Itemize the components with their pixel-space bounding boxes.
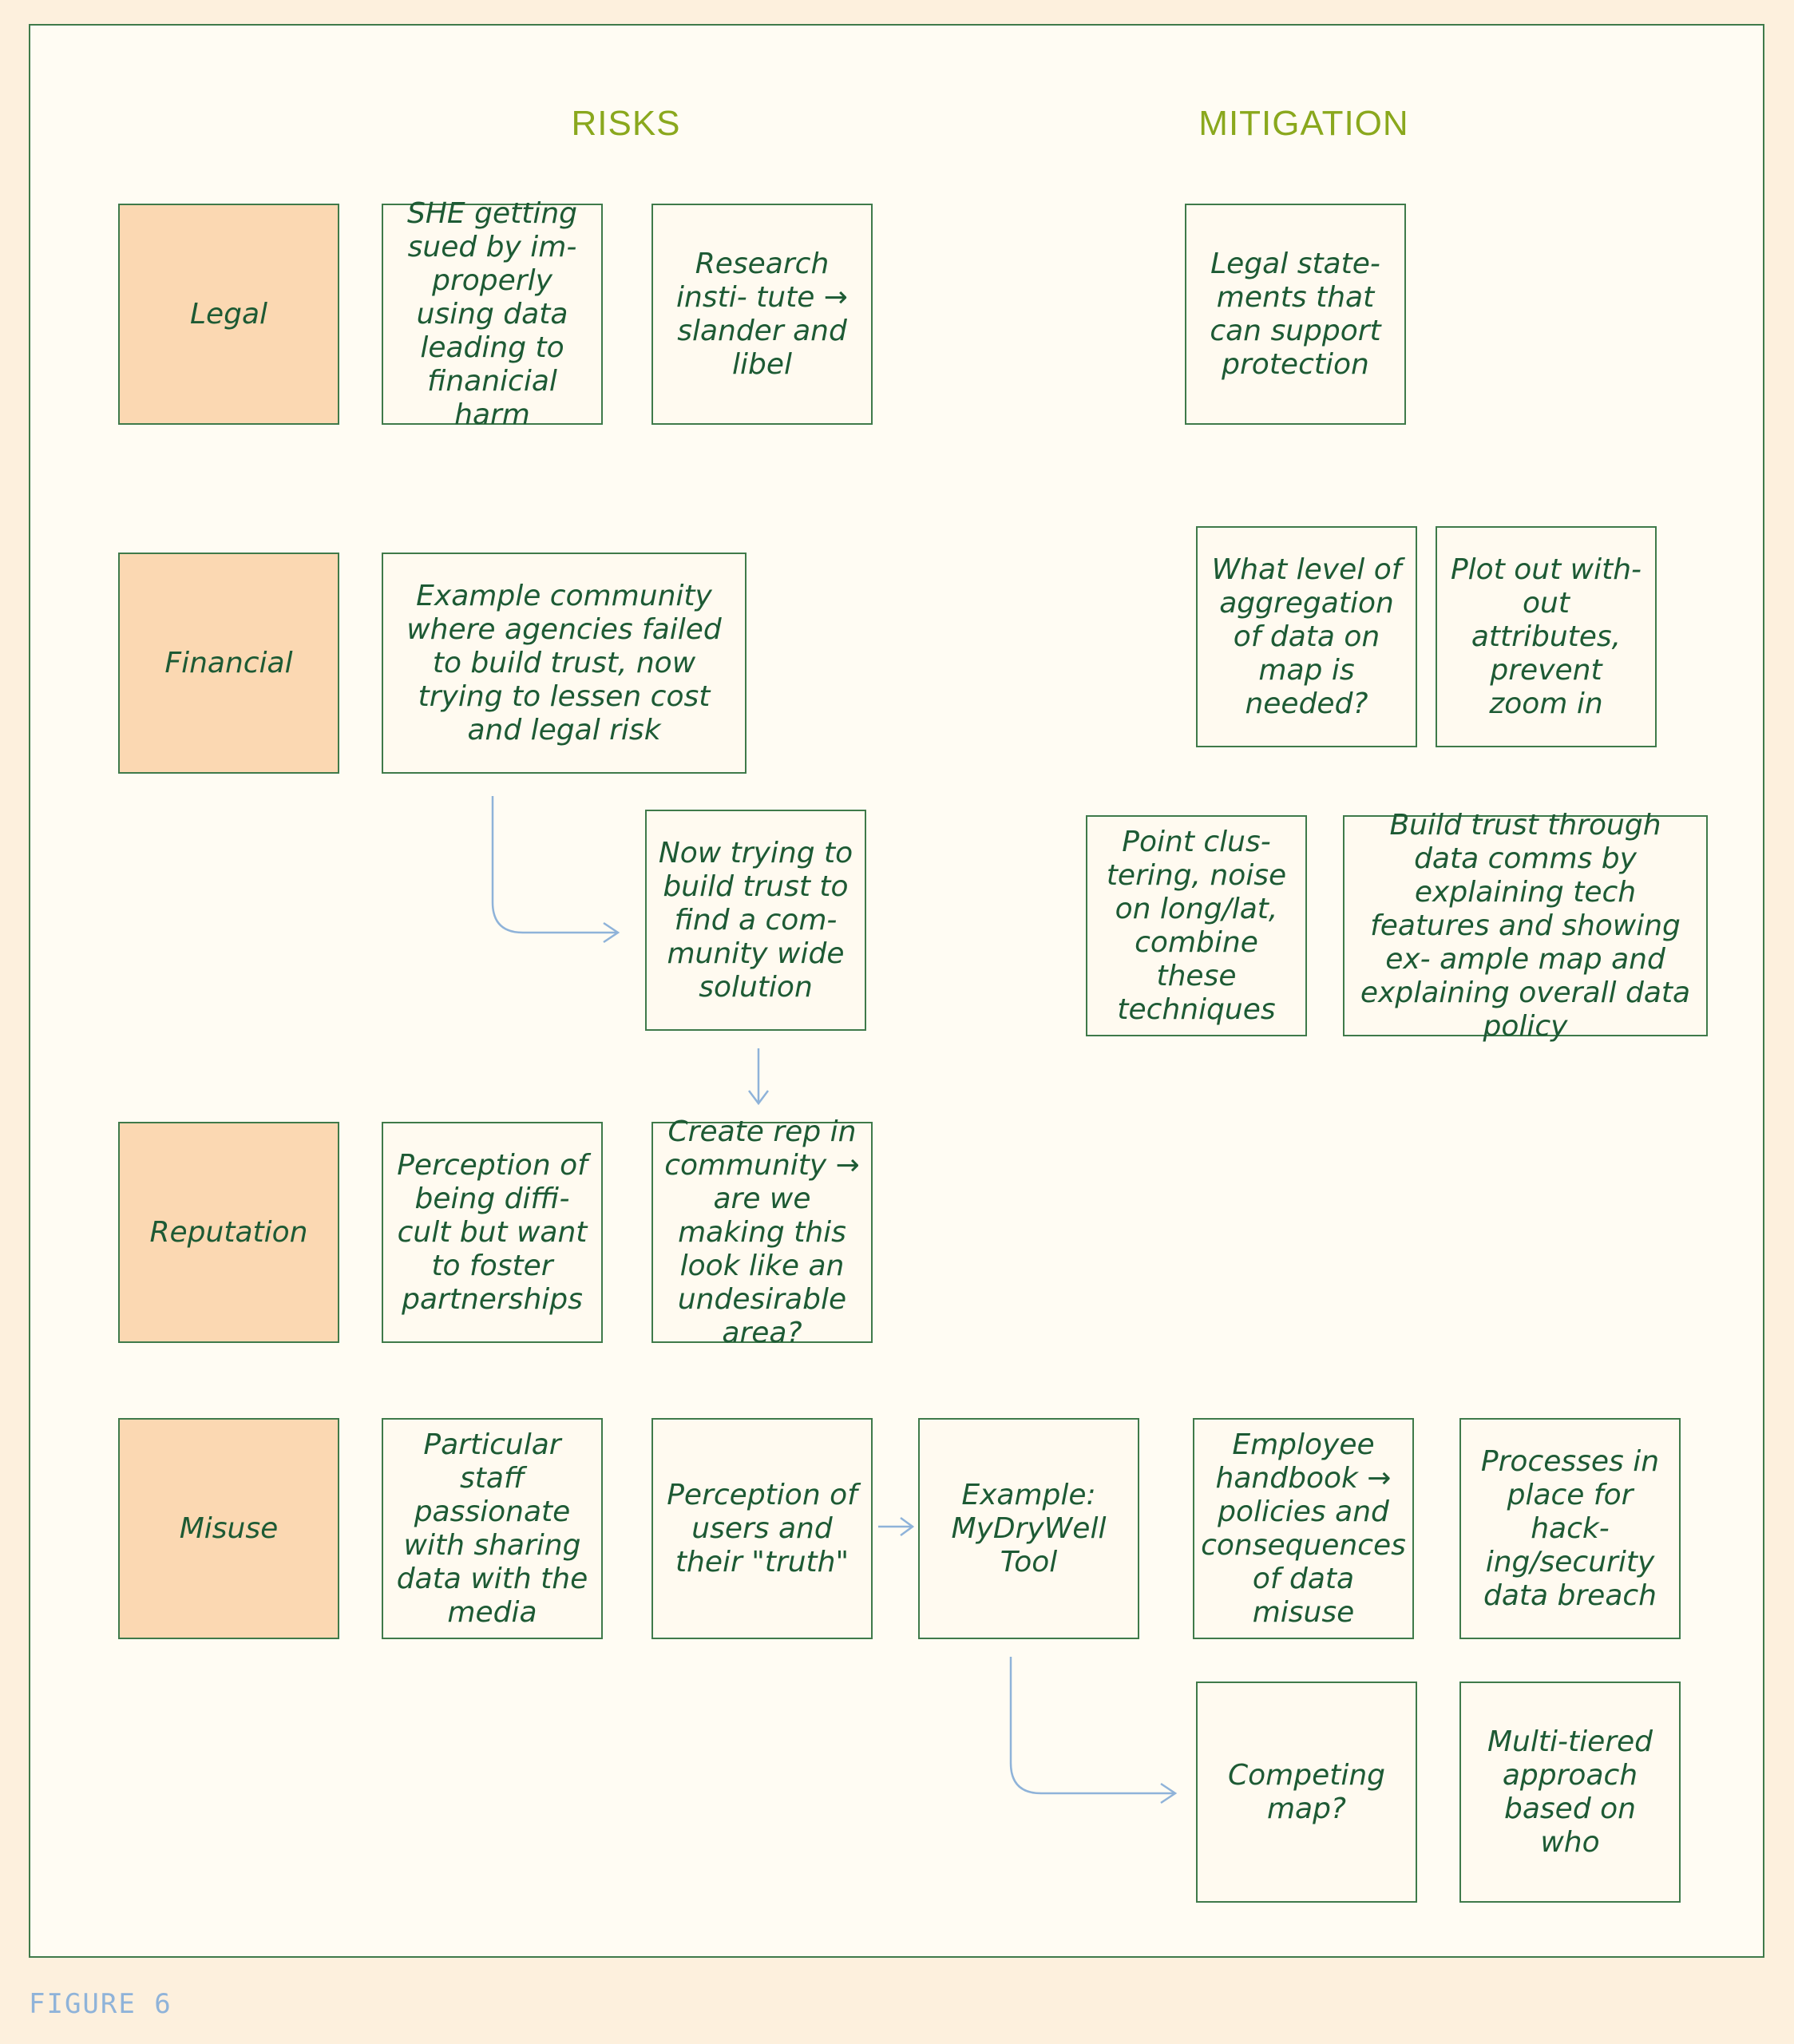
risk-reputation-perception-text: Perception of being diffi- cult but want… xyxy=(397,1148,588,1316)
risk-reputation-perception: Perception of being diffi- cult but want… xyxy=(382,1122,603,1343)
risk-legal-slander: Research insti- tute → slander and libel xyxy=(651,204,873,425)
mitigation-plot-out-text: Plot out with- out attributes, prevent z… xyxy=(1450,553,1642,720)
category-reputation-label: Reputation xyxy=(149,1215,308,1249)
mitigation-build-trust-text: Build trust through data comms by explai… xyxy=(1360,808,1691,1043)
mitigation-aggregation: What level of aggregation of data on map… xyxy=(1196,526,1417,747)
mitigation-competing-map-text: Competing map? xyxy=(1227,1758,1385,1825)
risk-financial-build-trust-text: Now trying to build trust to find a com-… xyxy=(658,836,853,1004)
figure-label: FIGURE 6 xyxy=(29,1988,172,2020)
risk-legal-sued: SHE getting sued by im- properly using d… xyxy=(382,197,603,431)
mitigation-plot-out: Plot out with- out attributes, prevent z… xyxy=(1436,526,1657,747)
mitigation-multi-tiered-text: Multi-tiered approach based on who xyxy=(1487,1725,1653,1859)
risk-misuse-truth: Perception of users and their "truth" xyxy=(651,1418,873,1639)
mitigation-legal-statements-text: Legal state- ments that can support prot… xyxy=(1210,247,1381,381)
mitigation-employee-handbook: Employee handbook → policies and consequ… xyxy=(1193,1418,1414,1639)
mitigation-legal-statements: Legal state- ments that can support prot… xyxy=(1185,204,1406,425)
category-reputation: Reputation xyxy=(118,1122,339,1343)
category-financial-label: Financial xyxy=(164,646,293,679)
category-financial: Financial xyxy=(118,553,339,774)
mitigation-clustering: Point clus- tering, noise on long/lat, c… xyxy=(1086,815,1307,1036)
risk-misuse-truth-text: Perception of users and their "truth" xyxy=(667,1478,857,1579)
risk-misuse-example-tool: Example: MyDryWell Tool xyxy=(918,1418,1139,1639)
category-legal: Legal xyxy=(118,204,339,425)
category-misuse-label: Misuse xyxy=(179,1511,279,1545)
mitigation-competing-map: Competing map? xyxy=(1196,1682,1417,1903)
mitigation-processes-text: Processes in place for hack- ing/securit… xyxy=(1480,1444,1660,1612)
risk-misuse-staff: Particular staff passionate with sharing… xyxy=(382,1418,603,1639)
category-legal-label: Legal xyxy=(189,297,268,331)
risk-reputation-community-text: Create rep in community → are we making … xyxy=(664,1115,860,1349)
risk-legal-sued-text: SHE getting sued by im- properly using d… xyxy=(406,196,577,431)
mitigation-employee-handbook-text: Employee handbook → policies and consequ… xyxy=(1201,1428,1406,1629)
mitigation-multi-tiered: Multi-tiered approach based on who xyxy=(1459,1682,1681,1903)
risks-heading: RISKS xyxy=(571,104,681,143)
mitigation-aggregation-text: What level of aggregation of data on map… xyxy=(1211,553,1402,720)
mitigation-clustering-text: Point clus- tering, noise on long/lat, c… xyxy=(1106,825,1287,1026)
mitigation-processes: Processes in place for hack- ing/securit… xyxy=(1459,1418,1681,1639)
mitigation-build-trust: Build trust through data comms by explai… xyxy=(1343,809,1708,1043)
risk-financial-example: Example community where agencies failed … xyxy=(382,553,747,774)
mitigation-heading: MITIGATION xyxy=(1198,104,1409,143)
risk-financial-example-text: Example community where agencies failed … xyxy=(406,579,722,747)
risk-reputation-community: Create rep in community → are we making … xyxy=(651,1115,873,1349)
risk-misuse-staff-text: Particular staff passionate with sharing… xyxy=(396,1428,588,1629)
risk-financial-build-trust: Now trying to build trust to find a com-… xyxy=(645,810,866,1031)
category-misuse: Misuse xyxy=(118,1418,339,1639)
risk-misuse-example-tool-text: Example: MyDryWell Tool xyxy=(951,1478,1107,1579)
risk-legal-slander-text: Research insti- tute → slander and libel xyxy=(676,247,848,381)
